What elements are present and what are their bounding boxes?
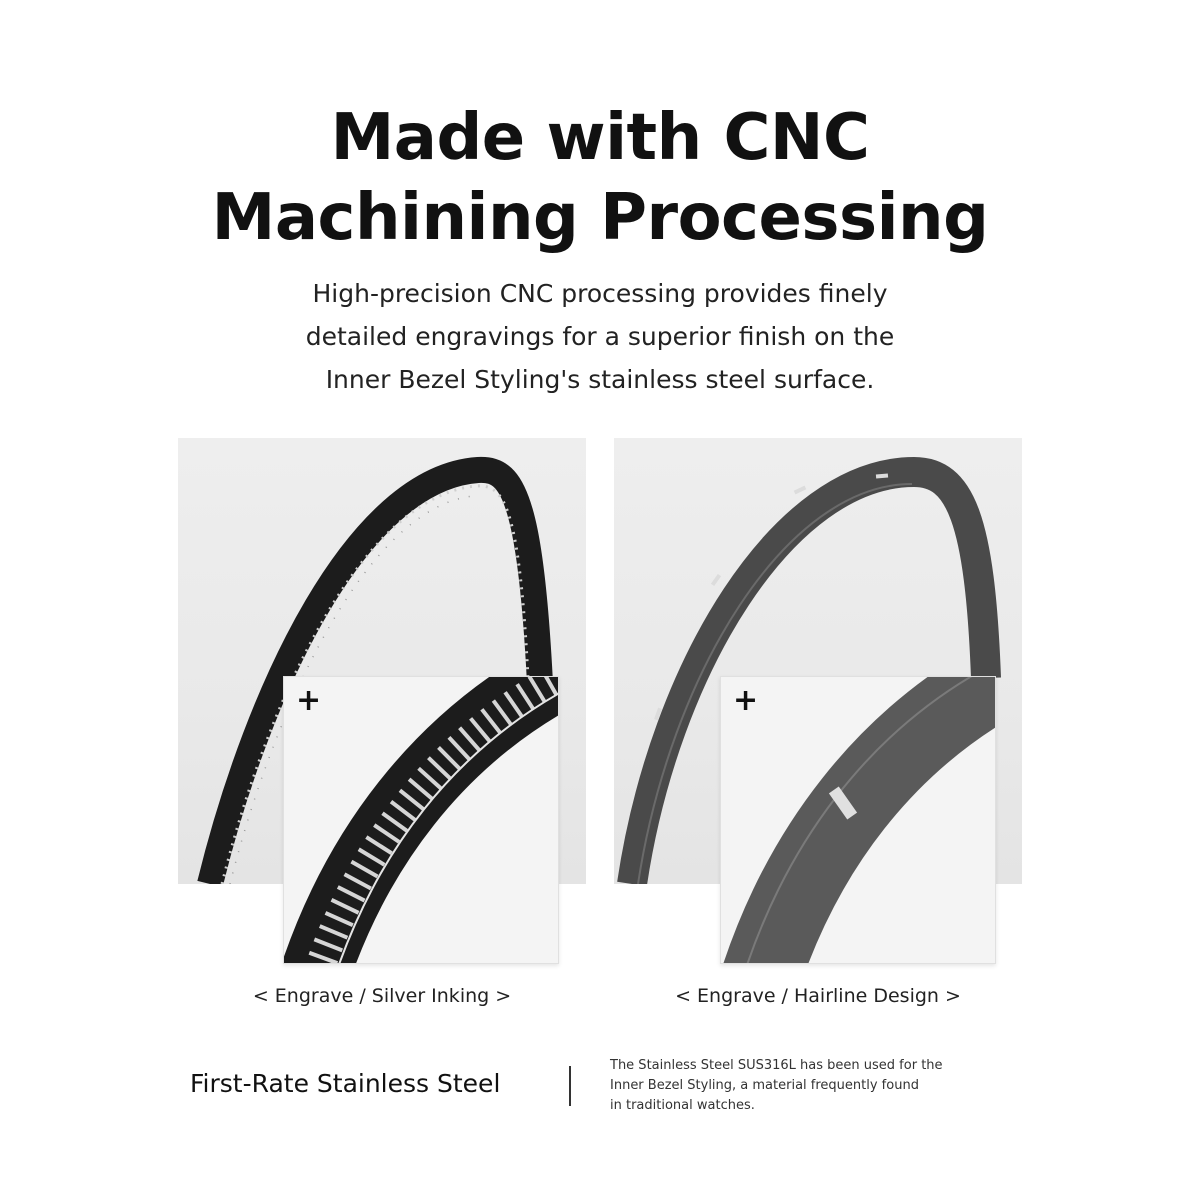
feature-desc-line-3: in traditional watches. — [610, 1098, 755, 1113]
gray-bezel-ring-illustration — [617, 456, 1001, 884]
feature-desc-line-2: Inner Bezel Styling, a material frequent… — [610, 1078, 919, 1093]
hairline-design-closeup — [723, 677, 995, 963]
silver-inking-zoom-inset: + — [283, 676, 559, 964]
page-title: Made with CNC Machining Processing — [0, 98, 1200, 258]
subtitle-line-3: Inner Bezel Styling's stainless steel su… — [325, 365, 875, 394]
silver-inking-caption: < Engrave / Silver Inking > — [252, 985, 512, 1007]
feature-description: The Stainless Steel SUS316L has been use… — [610, 1056, 1010, 1116]
black-bezel-ring-illustration — [197, 456, 559, 884]
feature-title: First-Rate Stainless Steel — [190, 1069, 501, 1098]
subtitle-line-1: High-precision CNC processing provides f… — [312, 279, 888, 308]
hairline-design-zoom-inset: + — [720, 676, 996, 964]
silver-inking-closeup — [284, 677, 558, 963]
hairline-design-caption: < Engrave / Hairline Design > — [675, 985, 961, 1007]
page-subtitle: High-precision CNC processing provides f… — [0, 272, 1200, 401]
title-line-1: Made with CNC — [330, 101, 870, 175]
title-line-2: Machining Processing — [211, 181, 989, 255]
plus-icon: + — [733, 683, 759, 718]
subtitle-line-2: detailed engravings for a superior finis… — [305, 322, 895, 351]
feature-desc-line-1: The Stainless Steel SUS316L has been use… — [610, 1058, 943, 1073]
divider — [569, 1066, 571, 1106]
plus-icon: + — [296, 683, 322, 718]
